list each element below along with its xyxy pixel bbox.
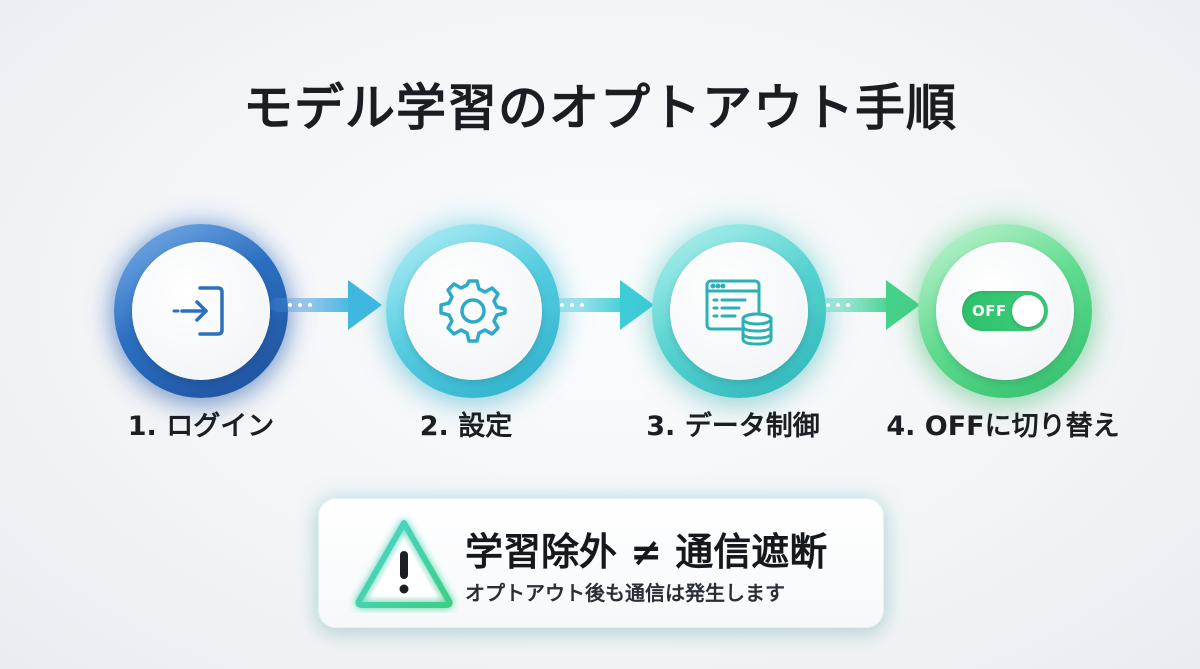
- warning-icon: [355, 520, 453, 608]
- gear-icon: [439, 279, 507, 343]
- step-toggle-off: OFF: [918, 224, 1092, 398]
- step-label-settings: 2. 設定: [419, 411, 513, 442]
- step-data-control: [652, 224, 826, 398]
- notice-subtitle: オプトアウト後も通信は発生します: [465, 581, 785, 605]
- data-control-icon: [705, 279, 773, 346]
- arrow-3: [808, 280, 920, 330]
- toggle-off-icon: OFF: [962, 291, 1048, 331]
- step-icon-circle: [132, 242, 270, 380]
- page-title: モデル学習のオプトアウト手順: [243, 79, 957, 137]
- step-icon-circle: [670, 242, 808, 380]
- step-settings: [386, 224, 560, 398]
- step-icon-circle: OFF: [936, 242, 1074, 380]
- arrow-1: [270, 280, 382, 330]
- warning-notice: 学習除外 ≠ 通信遮断 オプトアウト後も通信は発生します: [318, 498, 884, 628]
- step-label-data-control: 3. データ制御: [646, 411, 820, 442]
- step-label-login: 1. ログイン: [127, 411, 275, 442]
- arrow-2: [542, 280, 654, 330]
- toggle-label: OFF: [972, 302, 1007, 320]
- step-label-toggle-off: 4. OFFに切り替え: [886, 411, 1120, 442]
- step-icon-circle: [404, 242, 542, 380]
- toggle-knob: [1012, 295, 1044, 327]
- notice-title: 学習除外 ≠ 通信遮断: [465, 530, 828, 574]
- step-login: [114, 224, 288, 398]
- login-icon: [172, 286, 224, 336]
